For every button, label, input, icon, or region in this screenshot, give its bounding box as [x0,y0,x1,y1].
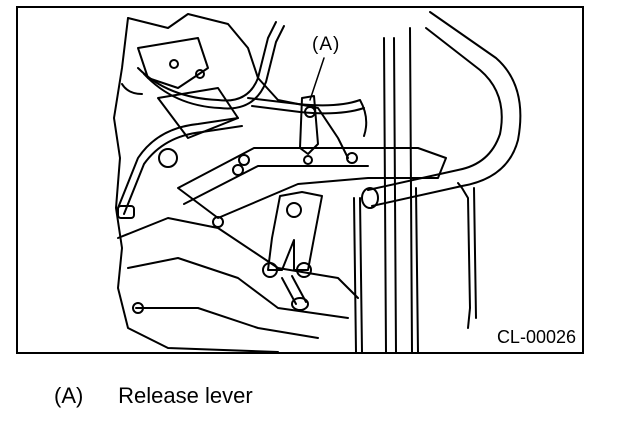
bent-tube [361,11,522,329]
bracket-bar [177,147,447,219]
legend-label: Release lever [118,383,253,408]
legend-key: (A) [54,383,84,408]
callout-leader [309,57,325,101]
transmission-housing [113,13,359,352]
clutch-release-lever-illustration [113,11,522,352]
support-column [353,27,419,352]
legend-item: (A) Release lever [54,383,253,409]
callout-label: (A) [312,34,341,55]
bearing-shaft [281,275,309,311]
figure-frame: (A) CL-00026 [16,6,584,354]
figure-code: CL-00026 [496,327,576,347]
wiring-harness [117,21,368,219]
